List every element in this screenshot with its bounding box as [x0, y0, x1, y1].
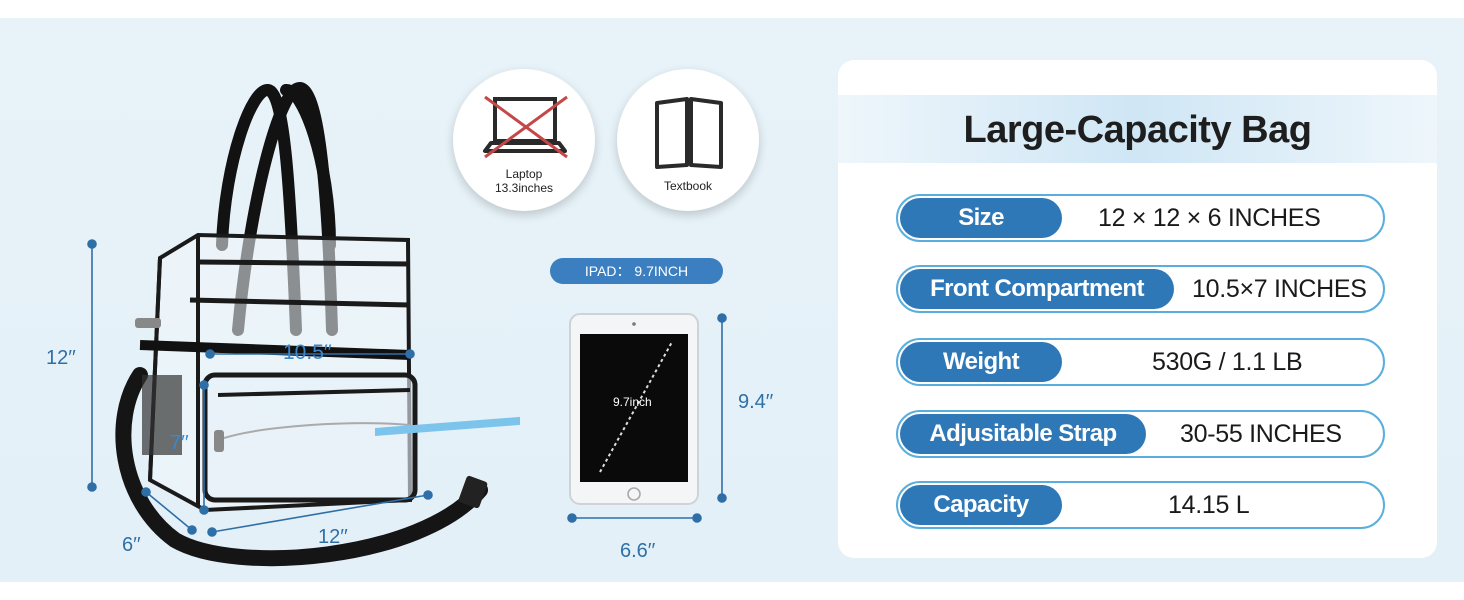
spec-row-size: Size 12 × 12 × 6 INCHES [896, 194, 1385, 242]
ipad-screen-label: 9.7inch [613, 395, 652, 409]
spec-label-strap: Adjusitable Strap [901, 415, 1145, 453]
bag-depth-label: 6′′ [122, 534, 141, 556]
clear-bag-illustration [87, 82, 520, 567]
spec-label-weight: Weight [901, 343, 1061, 381]
spec-value-weight: 530G / 1.1 LB [1152, 348, 1303, 376]
spec-label-capacity: Capacity [901, 486, 1061, 524]
title-band [838, 95, 1437, 163]
spec-value-front-compartment: 10.5×7 INCHES [1192, 275, 1367, 303]
textbook-circle: Textbook [617, 69, 759, 211]
spec-label-size: Size [901, 199, 1061, 237]
spec-row-capacity: Capacity 14.15 L [896, 481, 1385, 529]
pocket-height-label: 7′′ [170, 432, 189, 454]
spec-value-strap: 30-55 INCHES [1180, 420, 1342, 448]
laptop-caption-line1: Laptop [505, 167, 543, 181]
laptop-circle: Laptop 13.3inches [453, 69, 595, 211]
ipad-width-label: 6.6′′ [620, 540, 656, 562]
spec-panel-title: Large-Capacity Bag [963, 109, 1312, 151]
ipad-size-pill: IPAD： 9.7INCH [550, 258, 723, 284]
bag-top-width-label: 10.5′′ [283, 341, 332, 364]
spec-value-size: 12 × 12 × 6 INCHES [1098, 204, 1321, 232]
spec-value-capacity: 14.15 L [1168, 491, 1250, 519]
crossed-laptop-icon [483, 95, 568, 159]
bag-height-label: 12′′ [46, 347, 76, 369]
spec-row-front-compartment: Front Compartment 10.5×7 INCHES [896, 265, 1385, 313]
ipad-height-label: 9.4′′ [738, 391, 774, 413]
bag-width-label: 12′′ [318, 526, 348, 548]
laptop-caption-line2: 13.3inches [494, 181, 554, 195]
textbook-caption: Textbook [663, 179, 713, 193]
spec-row-weight: Weight 530G / 1.1 LB [896, 338, 1385, 386]
ipad-illustration [567, 313, 727, 523]
spec-row-strap: Adjusitable Strap 30-55 INCHES [896, 410, 1385, 458]
spec-label-front-compartment: Front Compartment [901, 270, 1173, 308]
open-book-icon [655, 97, 723, 169]
